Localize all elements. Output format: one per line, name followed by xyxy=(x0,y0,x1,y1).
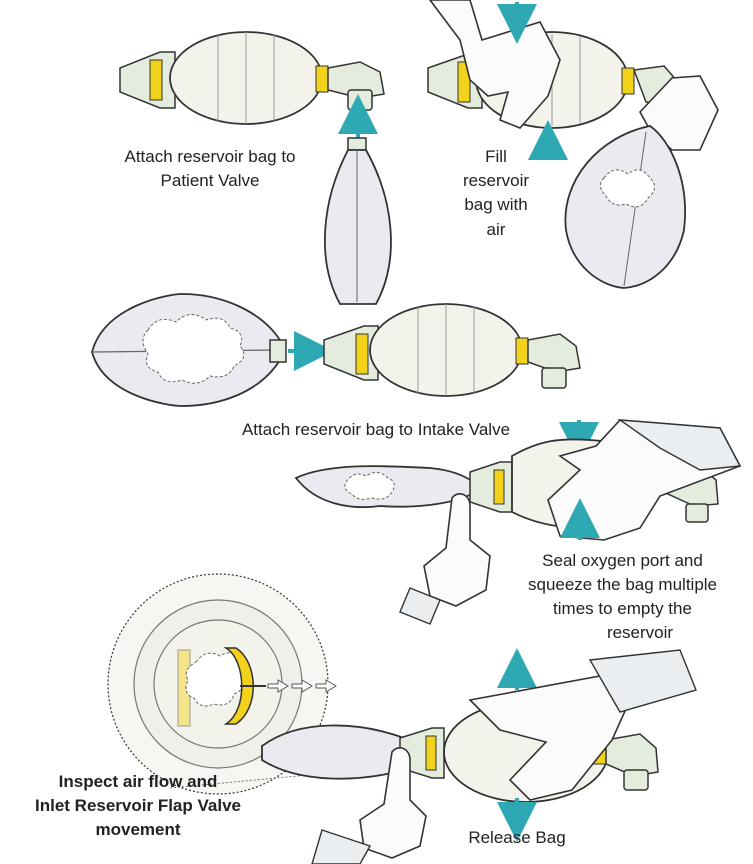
reservoir-bag-step2 xyxy=(565,126,685,288)
reservoir-bag-step1 xyxy=(325,138,391,304)
label-seal-line3: times to empty the xyxy=(500,597,745,621)
reservoir-bag-step4 xyxy=(296,466,476,507)
finger-icon xyxy=(400,494,490,624)
label-attach-patient-line1: Attach reservoir bag to xyxy=(88,145,332,169)
reservoir-bag-step3 xyxy=(92,294,286,406)
label-fill-line3: bag with xyxy=(456,193,536,217)
label-inspect-line3: movement xyxy=(14,818,262,842)
bvm-bag-step3 xyxy=(324,304,580,396)
label-seal-line1: Seal oxygen port and xyxy=(500,549,745,573)
bvm-bag-step1 xyxy=(120,32,384,124)
label-fill-line2: reservoir xyxy=(456,169,536,193)
label-fill-line1: Fill xyxy=(456,145,536,169)
label-attach-intake: Attach reservoir bag to Intake Valve xyxy=(186,418,566,442)
label-attach-patient-line2: Patient Valve xyxy=(88,169,332,193)
reservoir-bag-step5 xyxy=(262,725,404,778)
label-inspect-line1: Inspect air flow and xyxy=(14,770,262,794)
label-seal-line4: reservoir xyxy=(560,621,720,645)
label-release: Release Bag xyxy=(444,826,590,850)
label-seal-line2: squeeze the bag multiple xyxy=(500,573,745,597)
label-fill-line4: air xyxy=(456,218,536,242)
label-inspect-line2: Inlet Reservoir Flap Valve xyxy=(8,794,268,818)
